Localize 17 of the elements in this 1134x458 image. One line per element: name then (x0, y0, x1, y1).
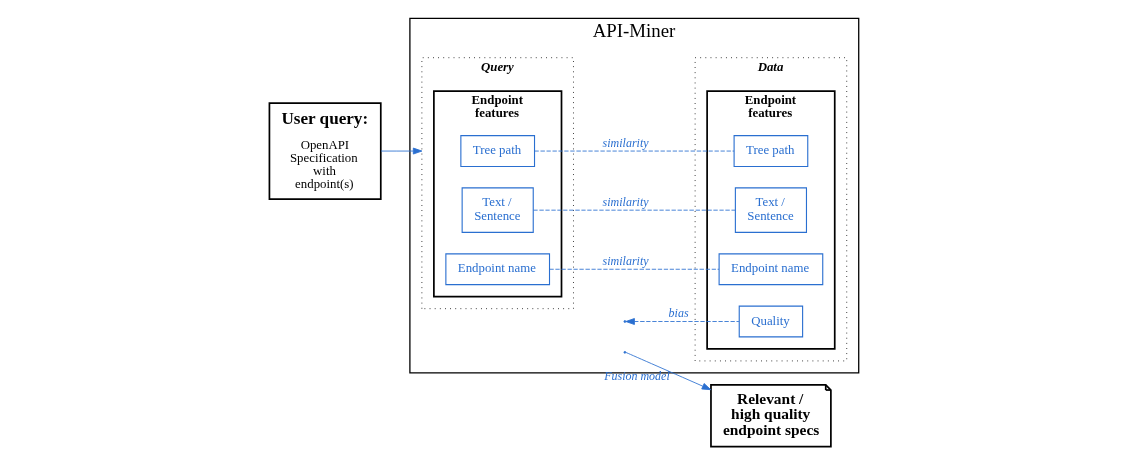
node-box: Quality (738, 305, 803, 338)
arrow (624, 318, 739, 325)
edge-label: similarity (602, 135, 649, 150)
connector (548, 268, 719, 270)
node-box: Tree path (733, 135, 808, 168)
node-box: Tree path (459, 135, 535, 168)
arrow (380, 147, 422, 155)
connector (532, 209, 736, 211)
node-box: Text / Sentence (734, 187, 807, 233)
node-box: Endpoint name (718, 253, 823, 286)
connector (533, 150, 734, 152)
edge-label: similarity (602, 254, 649, 269)
node-box: Endpoint name (444, 253, 550, 286)
edge-label: similarity (602, 195, 649, 210)
node-box: Text / Sentence (461, 187, 534, 233)
edge-label: bias (668, 306, 689, 321)
node-box: User query: OpenAPI Specification with endpoint(s) (268, 102, 382, 200)
